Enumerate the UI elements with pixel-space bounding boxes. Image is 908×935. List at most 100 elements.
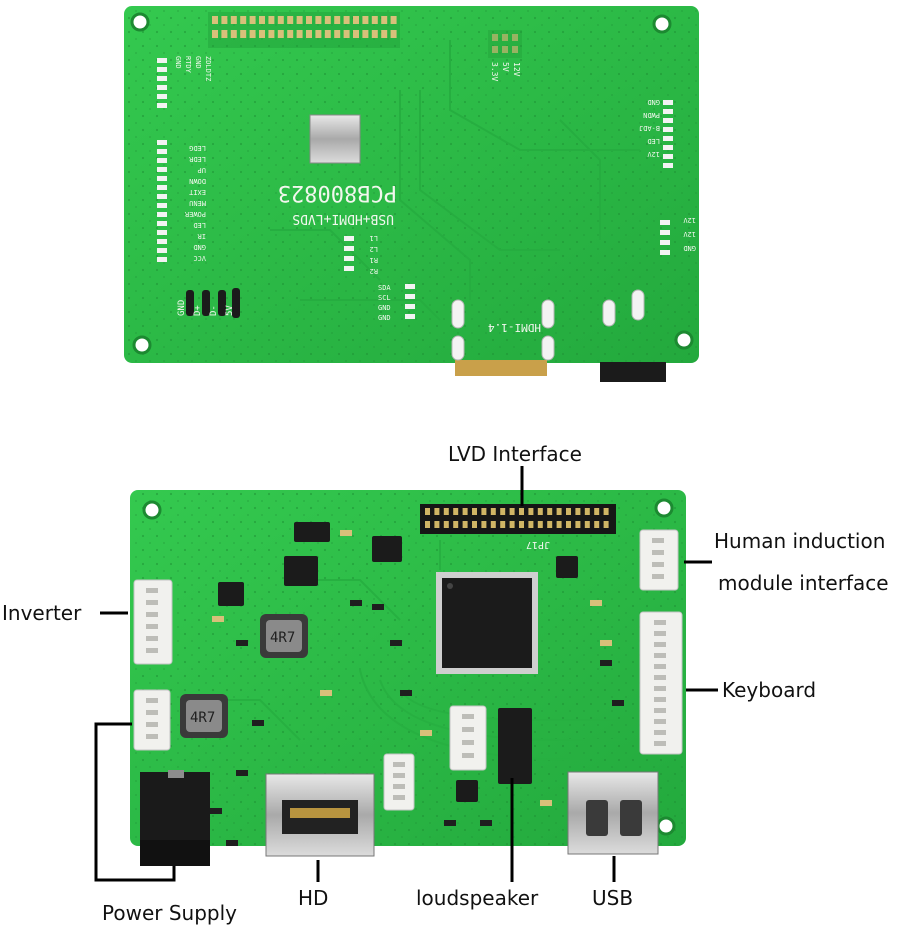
connector-slot xyxy=(393,762,405,767)
back-right-pad xyxy=(660,220,670,225)
callout-lvds: LVD Interface xyxy=(448,442,582,466)
connector-slot xyxy=(654,675,666,680)
back-model-text: PCB800823 xyxy=(278,180,397,205)
back-left-pad xyxy=(157,248,167,253)
lvds-pin xyxy=(500,521,506,528)
back-l-label: R2 xyxy=(370,267,378,275)
line-power xyxy=(94,722,176,882)
lvds-pin xyxy=(472,508,477,515)
back-left-key-label: LEDR xyxy=(188,155,206,163)
smd-component xyxy=(612,700,624,706)
smd-component xyxy=(444,820,456,826)
back-right-pad xyxy=(663,154,673,159)
lvds-pin xyxy=(490,508,496,515)
back-oval-pads xyxy=(451,289,645,361)
back-right-header-label: 12V xyxy=(647,150,660,158)
smd-component xyxy=(600,660,612,666)
inductor-1-text: 4R7 xyxy=(270,630,295,646)
back-i2c-label: GND xyxy=(378,304,391,312)
back-header-pin xyxy=(343,16,350,24)
back-right-header-label: LED xyxy=(647,137,660,145)
back-power-header xyxy=(488,30,522,58)
back-header-pin xyxy=(315,30,322,38)
inductor-2-text: 4R7 xyxy=(190,710,215,726)
front-main-ic xyxy=(436,572,538,674)
lvds-pin xyxy=(547,508,553,515)
lvds-pin xyxy=(528,521,534,528)
back-right-header-label: GND xyxy=(647,98,660,106)
keyboard-connector xyxy=(639,611,683,755)
back-header-pin xyxy=(334,30,341,38)
back-header-pin xyxy=(277,16,284,24)
back-header-pin xyxy=(296,30,303,38)
back-left-key-label: MENU xyxy=(189,199,206,207)
back-right-header-label: PWDN xyxy=(643,111,660,119)
connector-slot xyxy=(146,600,158,605)
back-left-key-label: EXIT xyxy=(188,188,206,196)
back-left-pad xyxy=(157,140,167,145)
connector-slot xyxy=(462,740,474,745)
back-power-pin xyxy=(502,34,508,41)
back-left-pad xyxy=(157,239,167,244)
lvds-pin xyxy=(481,521,487,528)
back-header-pin xyxy=(381,16,388,24)
callout-keyboard: Keyboard xyxy=(722,678,817,702)
back-left-key-label: DOWN xyxy=(189,177,206,185)
back-header-pin xyxy=(287,16,294,24)
back-header-pin xyxy=(240,16,247,24)
smd-component xyxy=(372,604,384,610)
lvds-pin xyxy=(500,508,506,515)
back-header-pin xyxy=(362,30,369,38)
lvds-pin xyxy=(603,521,609,528)
back-right-pad xyxy=(663,127,673,132)
lvds-pin xyxy=(603,508,609,515)
callout-inverter: Inverter xyxy=(2,601,82,625)
back-l-label: R1 xyxy=(370,256,378,264)
back-right-small-label: GND xyxy=(683,244,696,252)
smd-component xyxy=(480,820,492,826)
back-header-pin xyxy=(268,16,275,24)
smd-component xyxy=(400,690,412,696)
back-header-pin xyxy=(287,30,294,38)
callout-usb: USB xyxy=(592,886,634,910)
back-power-pin xyxy=(492,34,498,41)
back-i2c-label: SCL xyxy=(378,294,391,302)
smd-component xyxy=(590,600,602,606)
back-header-pin xyxy=(259,30,265,38)
speaker-connector xyxy=(449,705,487,771)
callout-human-line1: Human induction xyxy=(714,529,886,553)
back-power-pin-label: 12V xyxy=(512,62,521,77)
back-left-pad xyxy=(157,149,167,154)
back-header-pin xyxy=(362,16,369,24)
back-left-pad xyxy=(157,103,167,108)
connector-slot xyxy=(654,741,666,746)
back-left-header-label: RTDY xyxy=(184,56,192,74)
front-inductor-1: 4R7 xyxy=(260,614,308,658)
back-header-pin xyxy=(277,30,284,38)
back-header-pin xyxy=(343,30,350,38)
back-header-pin xyxy=(371,16,378,24)
lvds-pin xyxy=(556,521,562,528)
connector-slot xyxy=(652,574,664,579)
back-i2c-label: SDA xyxy=(378,284,391,292)
back-power-pin-label: 5V xyxy=(501,62,510,72)
lvds-pin xyxy=(434,521,440,528)
back-usb-pin-label: GND xyxy=(177,300,187,316)
power-connector xyxy=(133,689,171,751)
back-left-pad xyxy=(157,85,167,90)
back-right-pad xyxy=(660,250,670,255)
lvds-pin xyxy=(584,508,590,515)
back-shield-can xyxy=(309,114,361,164)
back-right-header-label: B-ADJ xyxy=(639,124,660,132)
back-header-pin xyxy=(353,30,359,38)
back-left-key-label: LED xyxy=(193,221,206,229)
callout-human-line2: module interface xyxy=(718,571,889,595)
back-left-key-label: IR xyxy=(197,232,206,240)
connector-slot xyxy=(654,664,666,669)
front-board: 4R7 4R7 JP17 xyxy=(130,490,686,866)
front-hdmi-port xyxy=(265,773,375,857)
front-small-ics xyxy=(218,522,578,802)
lvds-pin xyxy=(519,521,524,528)
back-right-pad xyxy=(663,100,673,105)
connector-slot xyxy=(462,753,474,758)
